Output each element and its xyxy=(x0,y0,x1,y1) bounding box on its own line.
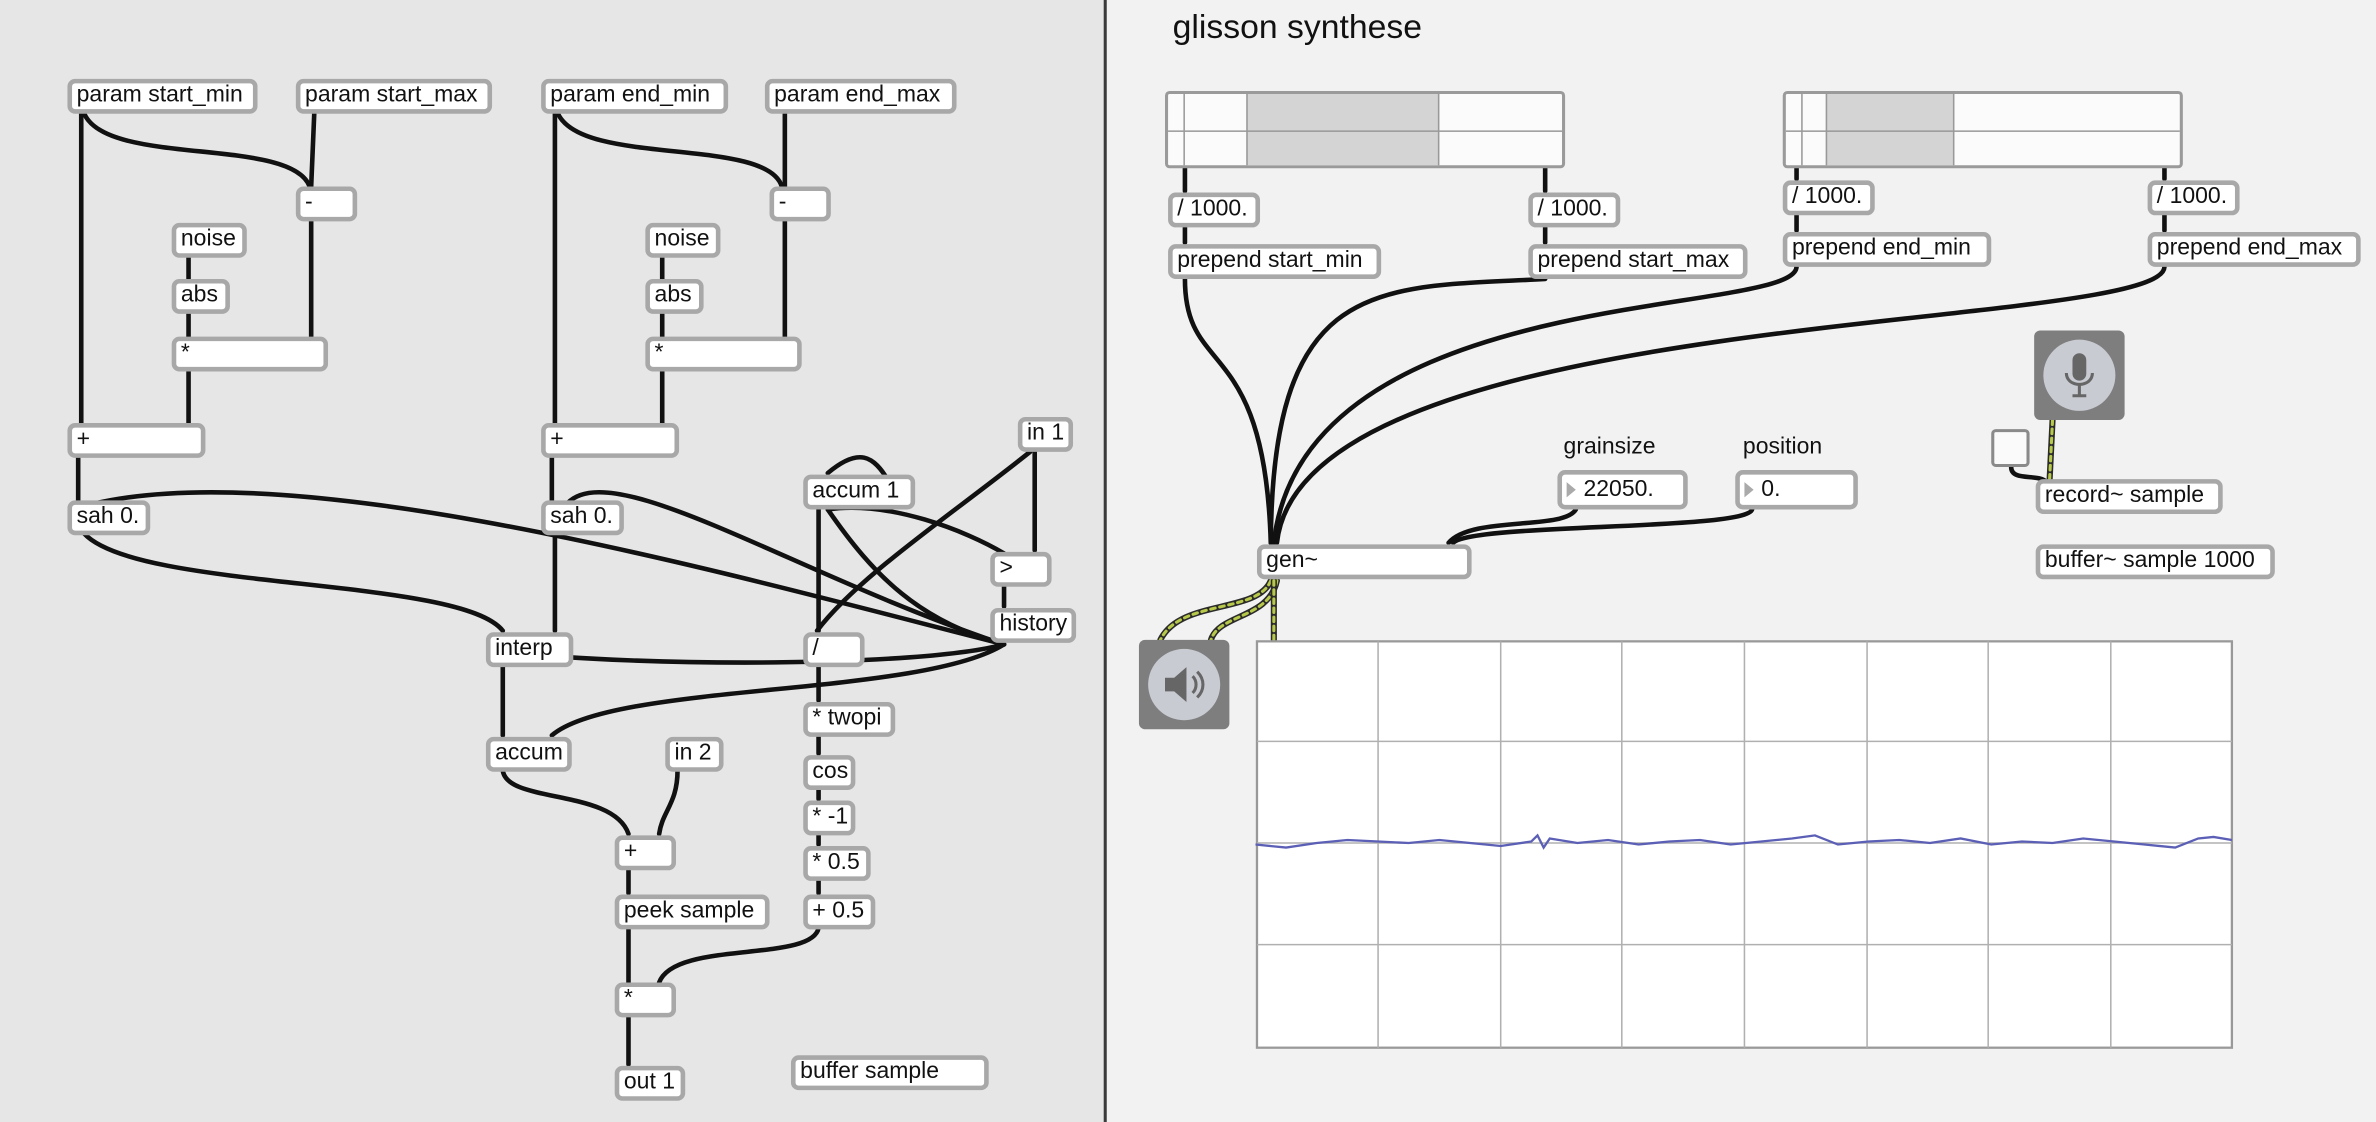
times-neg1-object[interactable]: * -1 xyxy=(803,800,856,836)
accum-object[interactable]: accum xyxy=(485,736,572,772)
scope-trace xyxy=(1255,833,2233,850)
interp-object[interactable]: interp xyxy=(485,632,574,668)
noise-object[interactable]: noise xyxy=(171,222,247,258)
greater-than-object[interactable]: > xyxy=(990,551,1052,587)
divide-1000-object[interactable]: / 1000. xyxy=(1168,192,1261,228)
history-object[interactable]: history xyxy=(990,607,1077,643)
position-value: 0. xyxy=(1761,476,1781,502)
cos-object[interactable]: cos xyxy=(803,755,856,790)
sah-object[interactable]: sah 0. xyxy=(541,500,624,536)
window-divider xyxy=(1103,0,1107,1122)
divide-1000-object[interactable]: / 1000. xyxy=(1782,180,1875,216)
adc-microphone-button[interactable] xyxy=(2034,330,2125,420)
sah-object[interactable]: sah 0. xyxy=(67,500,151,536)
abs-object[interactable]: abs xyxy=(171,278,230,314)
multiply-object[interactable]: * xyxy=(614,982,677,1018)
grainsize-value: 22050. xyxy=(1583,476,1654,502)
end-range-selection[interactable] xyxy=(1825,94,1955,166)
slider-center-line xyxy=(1785,130,2180,132)
record-sample-object[interactable]: record~ sample xyxy=(2035,479,2223,514)
noise-object[interactable]: noise xyxy=(645,222,721,258)
slider-center-line xyxy=(1168,130,1563,132)
gen-tilde-object[interactable]: gen~ xyxy=(1256,544,1472,580)
subtract-object[interactable]: - xyxy=(295,186,358,222)
number-box-arrow-icon xyxy=(1744,482,1754,498)
param-end-min-object[interactable]: param end_min xyxy=(541,78,729,114)
divide-1000-object[interactable]: / 1000. xyxy=(1528,192,1621,228)
multiply-object[interactable]: * xyxy=(645,336,802,372)
grainsize-label: grainsize xyxy=(1563,433,1656,460)
prepend-end-min-object[interactable]: prepend end_min xyxy=(1782,231,1992,267)
start-range-slider[interactable] xyxy=(1165,90,1566,169)
oscilloscope-display xyxy=(1255,640,2234,1049)
add-object[interactable]: + xyxy=(541,423,680,458)
adc-button-face xyxy=(2043,339,2116,411)
end-range-slider[interactable] xyxy=(1782,90,2183,169)
prepend-start-max-object[interactable]: prepend start_max xyxy=(1528,244,1748,279)
param-end-max-object[interactable]: param end_max xyxy=(764,78,957,114)
accum-1-object[interactable]: accum 1 xyxy=(803,474,916,510)
prepend-start-min-object[interactable]: prepend start_min xyxy=(1168,244,1382,279)
prepend-end-max-object[interactable]: prepend end_max xyxy=(2147,231,2361,267)
microphone-icon xyxy=(2064,353,2094,398)
divide-1000-object[interactable]: / 1000. xyxy=(2147,180,2240,216)
gen-subpatcher-window xyxy=(0,0,1104,1122)
times-half-object[interactable]: * 0.5 xyxy=(803,846,871,881)
slider-edge-marker xyxy=(1801,94,1803,166)
peek-sample-object[interactable]: peek sample xyxy=(614,894,770,930)
buffer-sample-object[interactable]: buffer sample xyxy=(790,1055,989,1091)
number-box-arrow-icon xyxy=(1566,482,1576,498)
in-2-object[interactable]: in 2 xyxy=(665,736,724,772)
param-start-max-object[interactable]: param start_max xyxy=(295,78,493,114)
speaker-icon xyxy=(1165,667,1205,703)
patch-title: glisson synthese xyxy=(1172,7,1423,46)
multiply-object[interactable]: * xyxy=(171,336,329,372)
buffer-sample-1000-object[interactable]: buffer~ sample 1000 xyxy=(2035,544,2275,580)
plus-half-object[interactable]: + 0.5 xyxy=(803,894,876,930)
grainsize-number-box[interactable]: 22050. xyxy=(1557,470,1688,510)
position-label: position xyxy=(1742,433,1823,460)
subtract-object[interactable]: - xyxy=(769,186,831,222)
out-1-object[interactable]: out 1 xyxy=(614,1065,686,1101)
record-toggle[interactable] xyxy=(1991,429,2030,467)
dac-button-face xyxy=(1148,648,1221,721)
divide-object[interactable]: / xyxy=(803,632,865,668)
position-number-box[interactable]: 0. xyxy=(1735,470,1858,510)
start-range-selection[interactable] xyxy=(1246,94,1440,166)
abs-object[interactable]: abs xyxy=(645,278,704,314)
param-start-min-object[interactable]: param start_min xyxy=(67,78,258,114)
slider-edge-marker xyxy=(1183,94,1185,166)
times-twopi-object[interactable]: * twopi xyxy=(803,702,896,737)
add-object[interactable]: + xyxy=(67,423,206,458)
add-object[interactable]: + xyxy=(614,835,677,871)
in-1-object[interactable]: in 1 xyxy=(1017,416,1074,452)
dac-speaker-button[interactable] xyxy=(1138,639,1230,730)
